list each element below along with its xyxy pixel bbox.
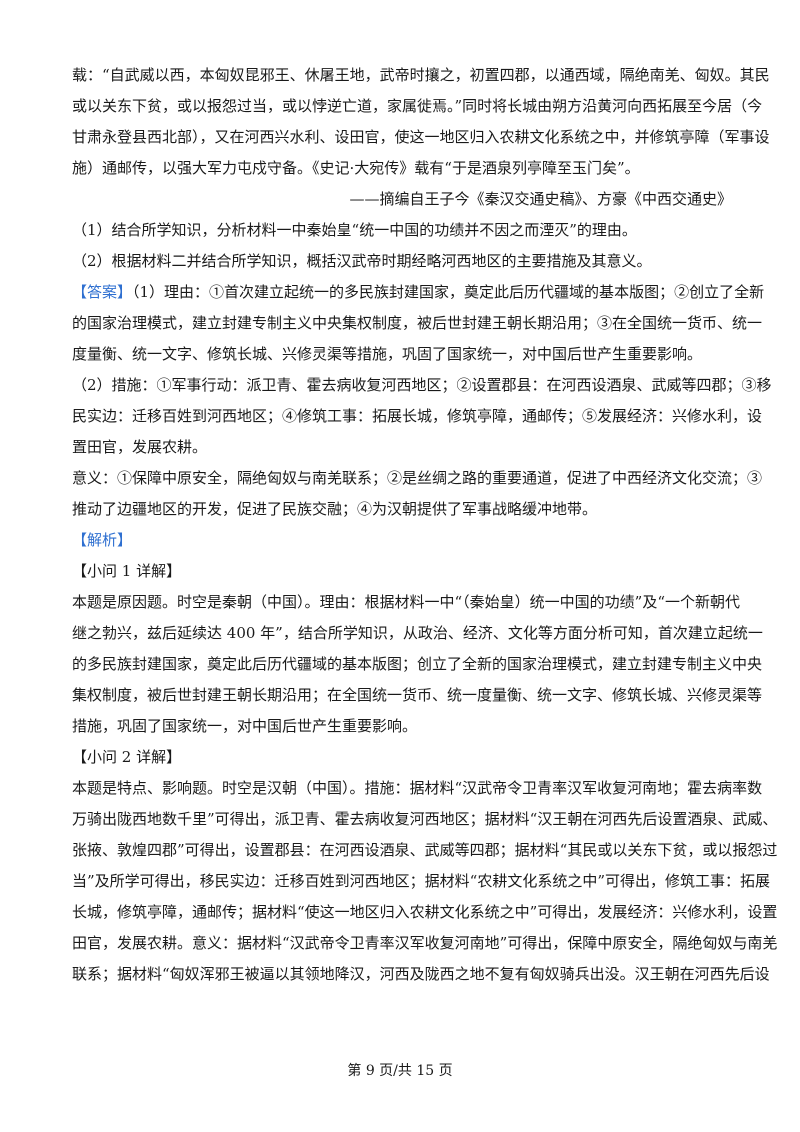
analysis-line: 本题是原因题。时空是秦朝（中国）。理由：根据材料一中“（秦始皇）统一中国的功绩”… — [72, 593, 741, 611]
question-2: （2）根据材料二并结合所学知识，概括汉武帝时期经略河西地区的主要措施及其意义。 — [72, 252, 652, 270]
analysis-section: 【解析】 【小问 1 详解】 本题是原因题。时空是秦朝（中国）。理由：根据材料一… — [72, 525, 778, 990]
analysis-line: 继之勃兴，兹后延续达 400 年”，结合所学知识，从政治、经济、文化等方面分析可… — [72, 624, 763, 642]
answer-line: （2）措施：①军事行动：派卫青、霍去病收复河西地区；②设置郡县：在河西设酒泉、武… — [72, 376, 772, 394]
analysis-line: 集权制度，被后世封建王朝长期沿用；在全国统一货币、统一度量衡、统一文字、修筑长城… — [72, 686, 763, 704]
answer-line: 推动了边疆地区的开发，促进了民族交融；④为汉朝提供了军事战略缓冲地带。 — [72, 500, 598, 518]
analysis-line: 长城，修筑亭障，通邮传；据材料“使这一地区归入农耕文化系统之中”可得出，发展经济… — [72, 903, 778, 921]
material-line: 或以关东下贫，或以报怨过当，或以悖逆亡道，家属徙焉。”同时将长城由朔方沿黄河向西… — [72, 97, 763, 115]
analysis-line: 本题是特点、影响题。时空是汉朝（中国）。措施：据材料“汉武帝令卫青率汉军收复河南… — [72, 779, 763, 797]
answer-line: 的国家治理模式，建立封建专制主义中央集权制度，被后世封建王朝长期沿用；③在全国统… — [72, 314, 763, 332]
analysis-line: 张掖、敦煌四郡”可得出，设置郡县：在河西设酒泉、武威等四郡；据材料“其民或以关东… — [72, 841, 778, 859]
answer-line: 置田官，发展农耕。 — [72, 438, 208, 456]
analysis-line: 当”及所学可得出，移民实边：迁移百姓到河西地区；据材料“农耕文化系统之中”可得出… — [72, 872, 771, 890]
answer-section: 【答案】（1）理由：①首次建立起统一的多民族封建国家，奠定此后历代疆域的基本版图… — [72, 277, 772, 525]
answer-tag: 【答案】 — [72, 283, 133, 301]
question-1: （1）结合所学知识，分析材料一中秦始皇“统一中国的功绩并不因之而湮灭”的理由。 — [72, 221, 637, 239]
answer-text: （1）理由：①首次建立起统一的多民族封建国家，奠定此后历代疆域的基本版图；②创立… — [132, 283, 765, 301]
answer-line: 民实边：迁移百姓到河西地区；④修筑工事：拓展长城，修筑亭障，通邮传；⑤发展经济：… — [72, 407, 763, 425]
page-footer: 第 9 页/共 15 页 — [347, 1063, 453, 1079]
analysis-line: 联系；据材料“匈奴浑邪王被逼以其领地降汉，河西及陇西之地不复有匈奴骑兵出没。汉王… — [72, 965, 770, 983]
source-citation: ——摘编自王子今《秦汉交通史稿》、方豪《中西交通史》 — [349, 190, 732, 208]
material-line: 施）通邮传，以强大军力屯戍守备。《史记·大宛传》载有“于是酒泉列亭障至玉门矣”。 — [72, 159, 640, 177]
analysis-line: 的多民族封建国家，奠定此后历代疆域的基本版图；创立了全新的国家治理模式，建立封建… — [72, 655, 763, 673]
questions: （1）结合所学知识，分析材料一中秦始皇“统一中国的功绩并不因之而湮灭”的理由。 … — [72, 215, 732, 277]
subquestion-2-title: 【小问 2 详解】 — [72, 748, 182, 766]
analysis-tag: 【解析】 — [72, 531, 133, 549]
material-line: 载：“自武威以西，本匈奴昆邪王、休屠王地，武帝时攘之，初置四郡，以通西域，隔绝南… — [72, 66, 770, 84]
analysis-line: 田官，发展农耕。意义：据材料“汉武帝令卫青率汉军收复河南地”可得出，保障中原安全… — [72, 934, 778, 952]
answer-first-line: 【答案】（1）理由：①首次建立起统一的多民族封建国家，奠定此后历代疆域的基本版图… — [72, 277, 764, 308]
material-line: 甘肃永登县西北部），又在河西兴水利、设田官，使这一地区归入农耕文化系统之中，并修… — [72, 128, 770, 146]
analysis-line: 措施，巩固了国家统一，对中国后世产生重要影响。 — [72, 717, 418, 735]
subquestion-1-title: 【小问 1 详解】 — [72, 562, 182, 580]
material-passage: 载：“自武威以西，本匈奴昆邪王、休屠王地，武帝时攘之，初置四郡，以通西域，隔绝南… — [72, 60, 770, 215]
analysis-line: 万骑出陇西地数千里”可得出，派卫青、霍去病收复河西地区；据材料“汉王朝在河西先后… — [72, 810, 778, 828]
answer-line: 意义：①保障中原安全，隔绝匈奴与南羌联系；②是丝绸之路的重要通道，促进了中西经济… — [72, 469, 763, 487]
answer-line: 度量衡、统一文字、修筑长城、兴修灵渠等措施，巩固了国家统一，对中国后世产生重要影… — [72, 345, 703, 363]
page-content: 载：“自武威以西，本匈奴昆邪王、休屠王地，武帝时攘之，初置四郡，以通西域，隔绝南… — [72, 60, 778, 990]
